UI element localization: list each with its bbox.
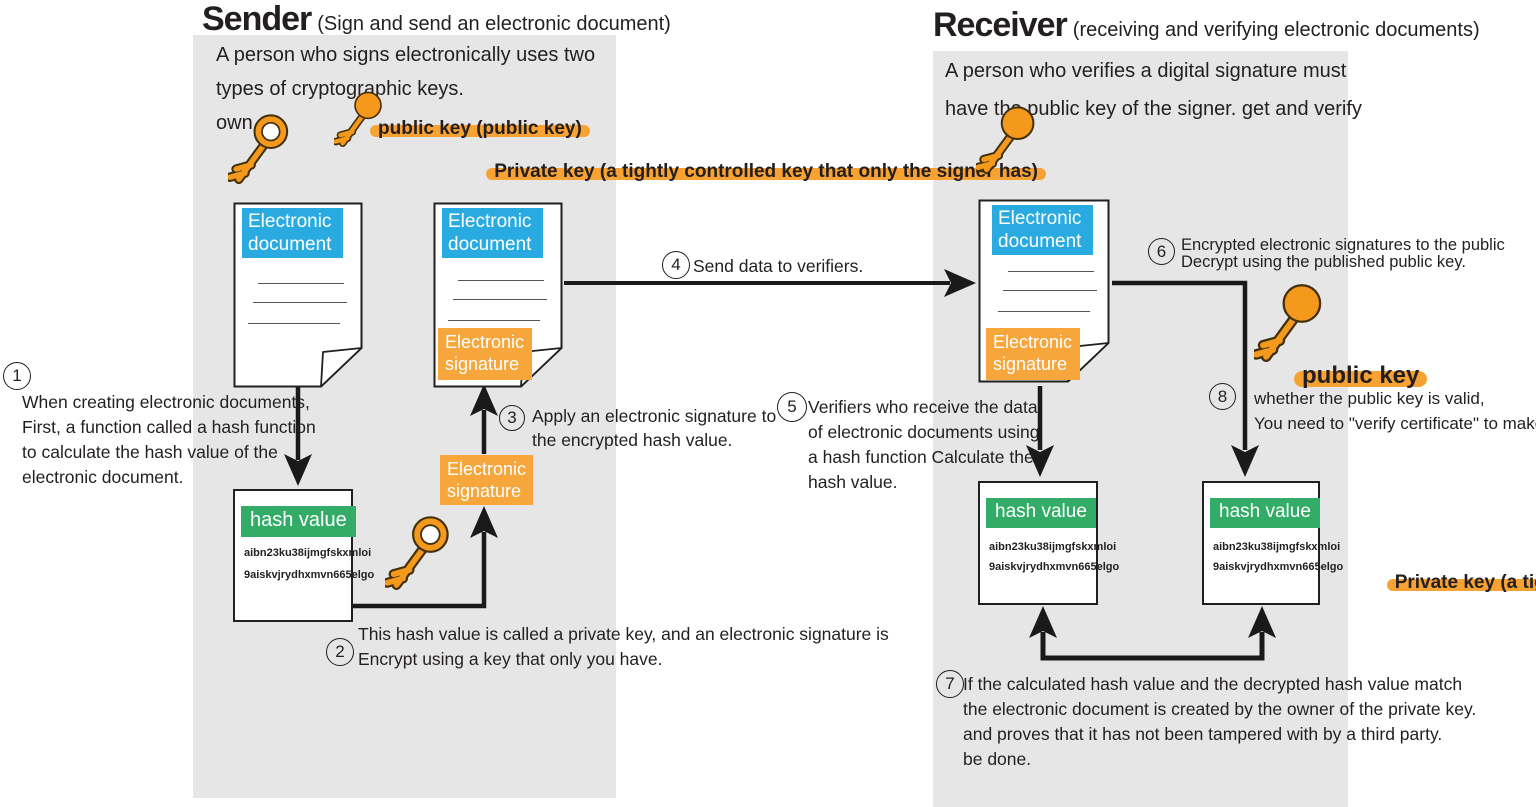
- hash-value-label: hash value: [986, 498, 1096, 528]
- step-6-text: Encrypted electronic signatures to the p…: [1181, 236, 1505, 271]
- step-5-number: 5: [777, 392, 807, 422]
- step-1-number: 1: [3, 362, 31, 390]
- hash-value-label: hash value: [1210, 498, 1320, 528]
- electronic-document: Electronic document: [233, 202, 363, 388]
- signature-label: Electronic signature: [986, 328, 1080, 380]
- private-key-icon: [228, 112, 296, 188]
- step-2-number: 2: [326, 638, 354, 666]
- step-2-text: This hash value is called a private key,…: [358, 624, 889, 669]
- step-5-text: Verifiers who receive the data of electr…: [808, 397, 1040, 492]
- step-1-text: When creating electronic documents, Firs…: [22, 392, 316, 487]
- hash-value-label: hash value: [241, 506, 356, 537]
- receiver-public-key-icon: [976, 104, 1042, 178]
- step-7-number: 7: [936, 670, 964, 698]
- document-label: Electronic document: [242, 208, 343, 258]
- step-8-number: 8: [1209, 383, 1236, 410]
- sender-title: Sender: [202, 0, 312, 38]
- step-8-text: whether the public key is valid, You nee…: [1254, 389, 1536, 433]
- hash-value-box-receiver-left: hash value aibn23ku38ijmgfskxmloi 9aiskv…: [978, 481, 1119, 605]
- receiver-heading: Receiver (receiving and verifying electr…: [933, 6, 1480, 45]
- sender-subtitle: (Sign and send an electronic document): [317, 13, 671, 35]
- document-label: Electronic document: [992, 205, 1093, 255]
- receiver-title: Receiver: [933, 6, 1068, 44]
- electronic-signature-box: Electronic signature: [440, 455, 533, 505]
- private-key-icon: [385, 514, 457, 594]
- hash-value-box-receiver-right: hash value aibn23ku38ijmgfskxmloi 9aiskv…: [1202, 481, 1343, 605]
- sender-intro: A person who signs electronically uses t…: [216, 44, 596, 134]
- receiver-subtitle: (receiving and verifying electronic docu…: [1072, 19, 1480, 41]
- receiver-public-key-short-label: public key: [1293, 362, 1428, 389]
- private-key-label: Private key (a tightly controlled key th…: [486, 161, 1046, 182]
- signature-label: Electronic signature: [438, 328, 532, 380]
- document-label: Electronic document: [442, 208, 543, 258]
- private-key-label-2: Private key (a tightly controlled key th…: [1386, 572, 1536, 594]
- step-3-number: 3: [499, 405, 525, 431]
- receiver-intro: A person who verifies a digital signatur…: [945, 60, 1362, 120]
- step-4-number: 4: [662, 251, 690, 279]
- received-electronic-document: Electronic document Electronic signature: [978, 199, 1110, 385]
- step-4-text: Send data to verifiers.: [693, 256, 864, 276]
- step-3-text: Apply an electronic signature to the enc…: [532, 406, 777, 450]
- step-6-number: 6: [1148, 238, 1175, 265]
- sender-heading: Sender (Sign and send an electronic docu…: [202, 0, 671, 39]
- signed-electronic-document: Electronic document Electronic signature: [433, 202, 563, 388]
- step-7-text: If the calculated hash value and the dec…: [963, 674, 1477, 769]
- public-key-label: public key (public key): [370, 118, 590, 139]
- receiver-public-key-icon-2: [1254, 282, 1330, 366]
- sender-panel: [193, 35, 616, 798]
- hash-value-box-sender: hash value aibn23ku38ijmgfskxmloi 9aiskv…: [233, 489, 374, 622]
